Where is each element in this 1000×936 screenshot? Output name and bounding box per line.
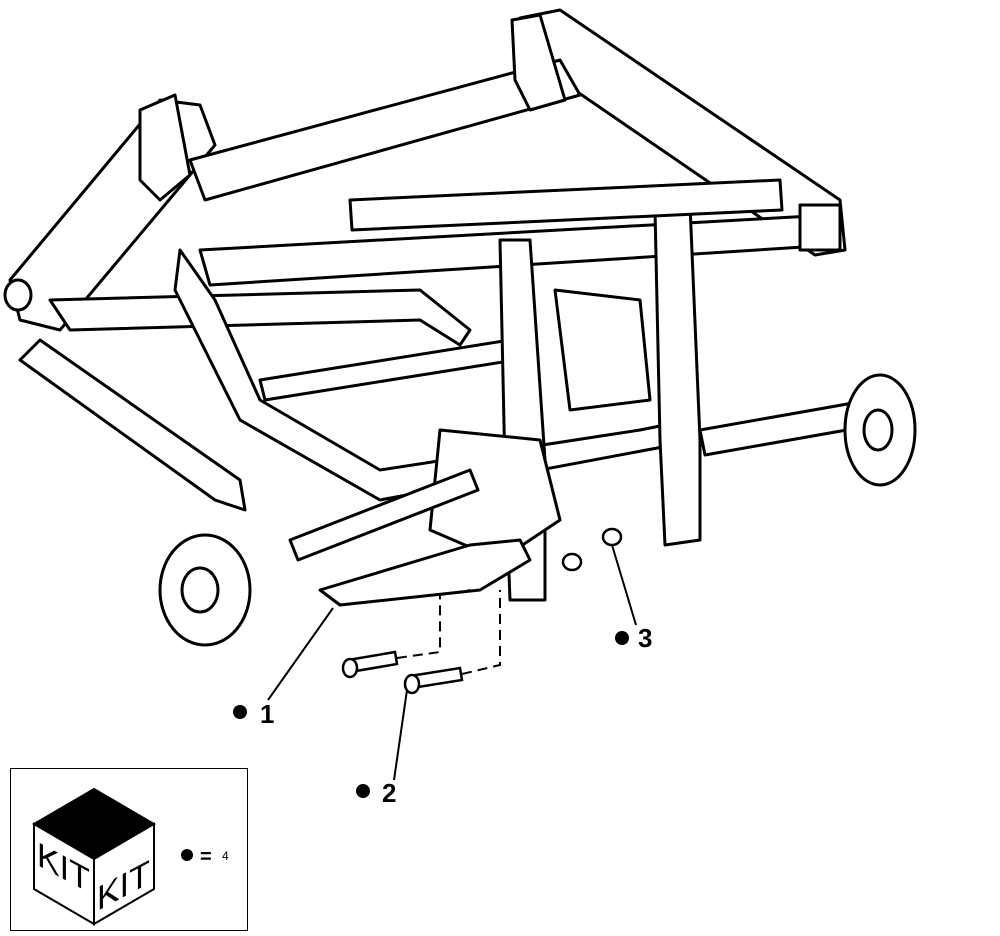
bolt-rear xyxy=(403,666,464,695)
leader-line-3 xyxy=(611,544,637,626)
callout-dot-3 xyxy=(615,631,629,645)
hanger-bracket-right xyxy=(510,13,567,112)
callout-label-2: 2 xyxy=(382,778,397,808)
legend-dot xyxy=(181,849,193,861)
differential-housing xyxy=(428,428,562,562)
callout-label-3: 3 xyxy=(638,623,653,653)
tube-crossbar xyxy=(348,178,784,232)
callout-dot-1 xyxy=(233,705,247,719)
pivot-bushing-left xyxy=(3,278,33,312)
leader-line-2 xyxy=(393,689,408,781)
legend-equals: = xyxy=(200,846,212,868)
hanger-bracket-left xyxy=(138,93,192,202)
frame-side-left xyxy=(18,338,247,512)
transmission-block xyxy=(553,288,652,412)
nut-left xyxy=(561,552,583,572)
wheel-hub-right-center xyxy=(862,408,894,452)
nut-right xyxy=(601,527,623,547)
legend-quantity: 4 xyxy=(222,849,229,863)
callout-dot-2 xyxy=(356,784,370,798)
callout-label-1: 1 xyxy=(260,699,275,729)
strap-right xyxy=(653,203,702,547)
install-line-rear xyxy=(461,590,501,675)
install-line-front xyxy=(396,589,471,659)
frame-end-tube-right xyxy=(798,203,842,252)
kit-cube-icon xyxy=(32,787,156,926)
skid-plate xyxy=(318,538,532,607)
leader-line-1 xyxy=(267,607,334,701)
frame-cross-lower xyxy=(258,338,517,402)
frame-crossmember-top xyxy=(188,58,582,202)
axle-shaft-left xyxy=(288,468,480,562)
kit-legend-box: KIT KIT xyxy=(10,768,248,931)
frame-loop-left xyxy=(48,288,472,347)
bolt-front xyxy=(341,650,399,679)
wheel-hub-left-center xyxy=(180,566,220,614)
